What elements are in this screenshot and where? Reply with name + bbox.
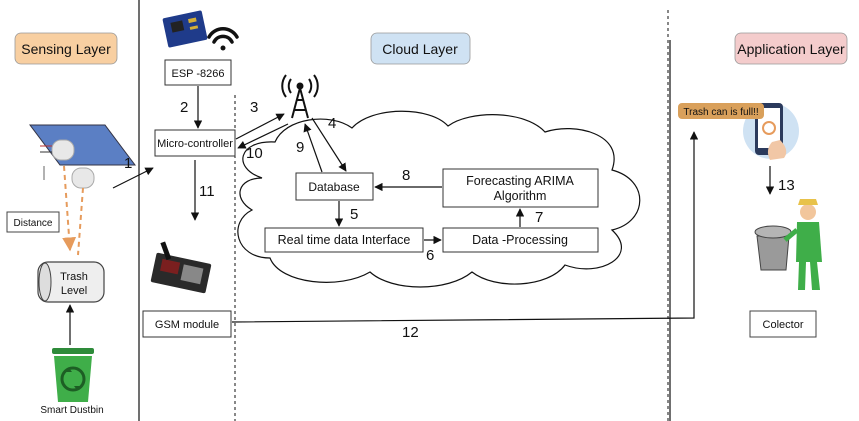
svg-text:Trash: Trash (60, 271, 88, 283)
step-6: 6 (426, 247, 434, 264)
step-13: 13 (778, 177, 795, 194)
sensing-dashed-arrows (62, 165, 84, 256)
step-7: 7 (535, 209, 543, 226)
cell-tower-icon (281, 74, 319, 119)
svg-text:Data -Processing: Data -Processing (472, 233, 568, 247)
distance-label-box: Distance (6, 211, 60, 233)
application-layer-label: Application Layer (734, 32, 848, 65)
sensing-layer-label: Sensing Layer (14, 32, 118, 65)
svg-text:Level: Level (61, 285, 87, 297)
gsm-board-icon (150, 241, 212, 294)
svg-text:Algorithm: Algorithm (494, 189, 547, 203)
svg-text:ESP -8266: ESP -8266 (171, 68, 224, 80)
ultrasonic-sensor-icon (29, 124, 136, 189)
svg-text:Micro-controller: Micro-controller (157, 138, 233, 150)
cloud-layer-label: Cloud Layer (370, 32, 471, 65)
step-3: 3 (250, 99, 258, 116)
step-12: 12 (402, 324, 419, 341)
svg-text:Database: Database (308, 180, 360, 194)
step-4: 4 (328, 115, 336, 132)
data-processing-box: Data -Processing (442, 227, 599, 253)
step-1: 1 (124, 155, 132, 172)
realtime-interface-box: Real time data Interface (264, 227, 424, 253)
collector-box: Colector (749, 310, 817, 338)
svg-text:Trash can is full!!: Trash can is full!! (683, 107, 758, 118)
svg-text:GSM module: GSM module (155, 319, 219, 331)
step-2: 2 (180, 99, 188, 116)
svg-text:Distance: Distance (14, 218, 53, 229)
smart-dustbin-icon (52, 348, 94, 402)
svg-text:Colector: Colector (763, 319, 804, 331)
flow-arrows (65, 86, 775, 345)
svg-text:Forecasting ARIMA: Forecasting ARIMA (466, 174, 574, 188)
esp8266-board-icon (162, 10, 208, 48)
step-8: 8 (402, 167, 410, 184)
step-10: 10 (246, 145, 263, 162)
gsm-module-box: GSM module (142, 310, 232, 338)
microcontroller-box: Micro-controller (154, 129, 236, 157)
svg-text:Application Layer: Application Layer (737, 41, 845, 57)
step-11: 11 (199, 183, 215, 200)
smart-dustbin-label: Smart Dustbin (40, 405, 103, 416)
trash-level-cylinder: Trash Level (37, 261, 105, 303)
collector-person-icon (754, 199, 822, 290)
wifi-icon (207, 27, 239, 51)
esp8266-box: ESP -8266 (164, 59, 232, 86)
forecasting-arima-box: Forecasting ARIMA Algorithm (442, 168, 599, 208)
step-numbers: 1 2 3 4 5 6 7 8 9 10 11 12 13 (124, 99, 795, 341)
svg-text:Cloud Layer: Cloud Layer (382, 41, 458, 57)
step-5: 5 (350, 206, 358, 223)
trash-full-notification: Trash can is full!! (678, 103, 764, 119)
svg-text:Sensing Layer: Sensing Layer (21, 41, 111, 57)
step-9: 9 (296, 139, 304, 156)
svg-text:Real time data Interface: Real time data Interface (278, 233, 411, 247)
database-box: Database (295, 172, 374, 201)
